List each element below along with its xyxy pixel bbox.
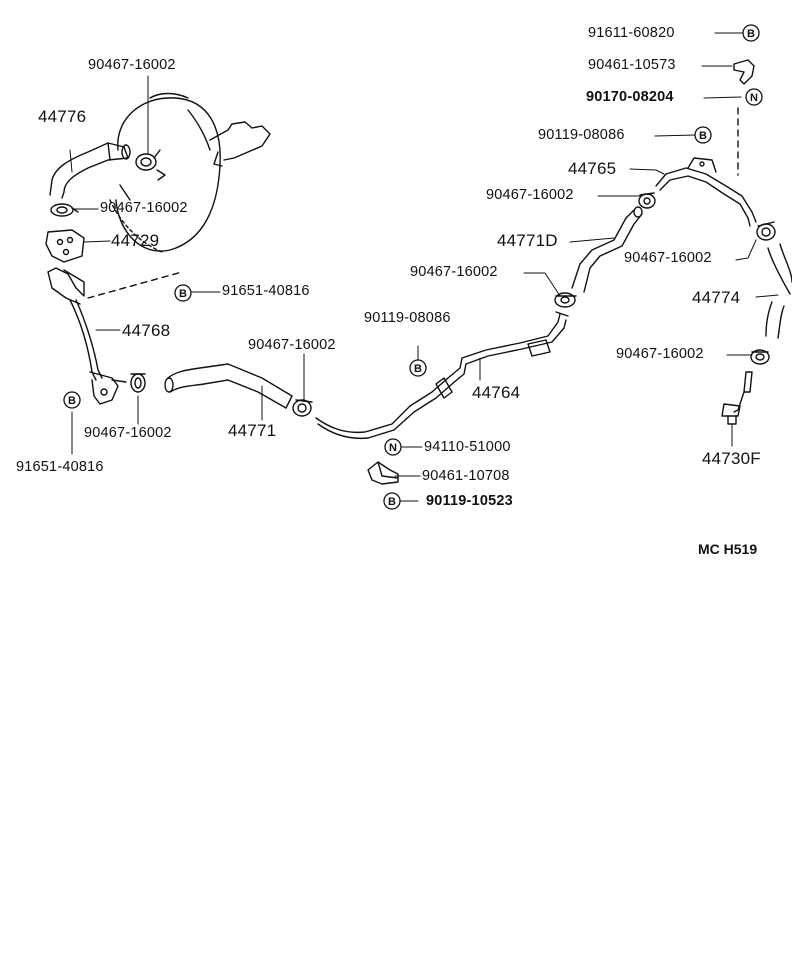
part-label-90119-08086-top: 90119-08086 xyxy=(538,127,625,143)
leader-lines xyxy=(69,32,779,502)
clamp-upper-right xyxy=(638,192,656,209)
part-label-94110-51000: 94110-51000 xyxy=(424,439,511,455)
bracket-44729 xyxy=(45,229,85,263)
part-label-90467-16002-lower-right: 90467-16002 xyxy=(616,346,704,362)
part-label-91611-60820: 91611-60820 xyxy=(588,25,675,41)
part-label-90119-08086-mid: 90119-08086 xyxy=(364,310,451,326)
marker-b: B xyxy=(747,28,755,40)
part-label-44765: 44765 xyxy=(568,159,617,178)
clamp-lower-right xyxy=(750,349,770,365)
marker-b: B xyxy=(388,496,396,508)
part-label-90170-08204: 90170-08204 xyxy=(586,89,674,105)
marker-b: B xyxy=(68,395,76,407)
bracket-90461-10708 xyxy=(367,461,399,485)
bracket-90461-10573 xyxy=(733,59,755,85)
part-label-90467-16002-left: 90467-16002 xyxy=(100,200,188,216)
part-label-90467-16002-center: 90467-16002 xyxy=(248,337,336,353)
part-label-44771: 44771 xyxy=(228,421,277,440)
part-label-90461-10708: 90461-10708 xyxy=(422,468,510,484)
part-label-44764: 44764 xyxy=(472,383,521,402)
pipe-44764 xyxy=(315,311,569,440)
part-label-44776: 44776 xyxy=(38,107,87,126)
part-label-90461-10573: 90461-10573 xyxy=(588,57,676,73)
part-label-44729: 44729 xyxy=(111,231,160,250)
part-label-90467-16002-upper-right: 90467-16002 xyxy=(486,187,574,203)
brake-booster xyxy=(109,92,271,253)
hose-44776 xyxy=(49,142,131,199)
marker-b: B xyxy=(179,288,187,300)
diagram-code: MC H519 xyxy=(698,541,758,557)
part-label-90467-16002-mid: 90467-16002 xyxy=(410,264,498,280)
clamp-right xyxy=(756,221,776,241)
marker-b: B xyxy=(414,363,422,375)
clamp-center xyxy=(292,399,313,417)
clamp-left xyxy=(50,203,79,217)
part-label-44730F: 44730F xyxy=(702,449,761,468)
part-label-44768: 44768 xyxy=(122,321,171,340)
part-label-90467-16002-top-left: 90467-16002 xyxy=(88,57,176,73)
marker-circles xyxy=(63,24,763,510)
part-label-91651-40816-a: 91651-40816 xyxy=(222,283,310,299)
part-label-90467-16002-bottom-left: 90467-16002 xyxy=(84,425,172,441)
part-label-91651-40816-b: 91651-40816 xyxy=(16,459,104,475)
hose-44771D xyxy=(571,206,643,293)
marker-letters: B N B B B N B B xyxy=(68,28,758,508)
marker-n: N xyxy=(389,442,397,454)
valve-44730F xyxy=(721,371,753,425)
part-label-44771D: 44771D xyxy=(497,231,558,250)
hose-44771 xyxy=(164,363,293,409)
part-label-90467-16002-right: 90467-16002 xyxy=(624,250,712,266)
part-label-90119-10523: 90119-10523 xyxy=(426,493,513,509)
clamp-mid xyxy=(554,292,577,308)
part-label-44774: 44774 xyxy=(692,288,741,307)
marker-n: N xyxy=(750,92,758,104)
clamp-top-left xyxy=(135,149,166,181)
pipe-44765 xyxy=(655,157,757,227)
pipe-44768 xyxy=(47,267,146,405)
hose-44774 xyxy=(765,243,792,339)
marker-b: B xyxy=(699,130,707,142)
